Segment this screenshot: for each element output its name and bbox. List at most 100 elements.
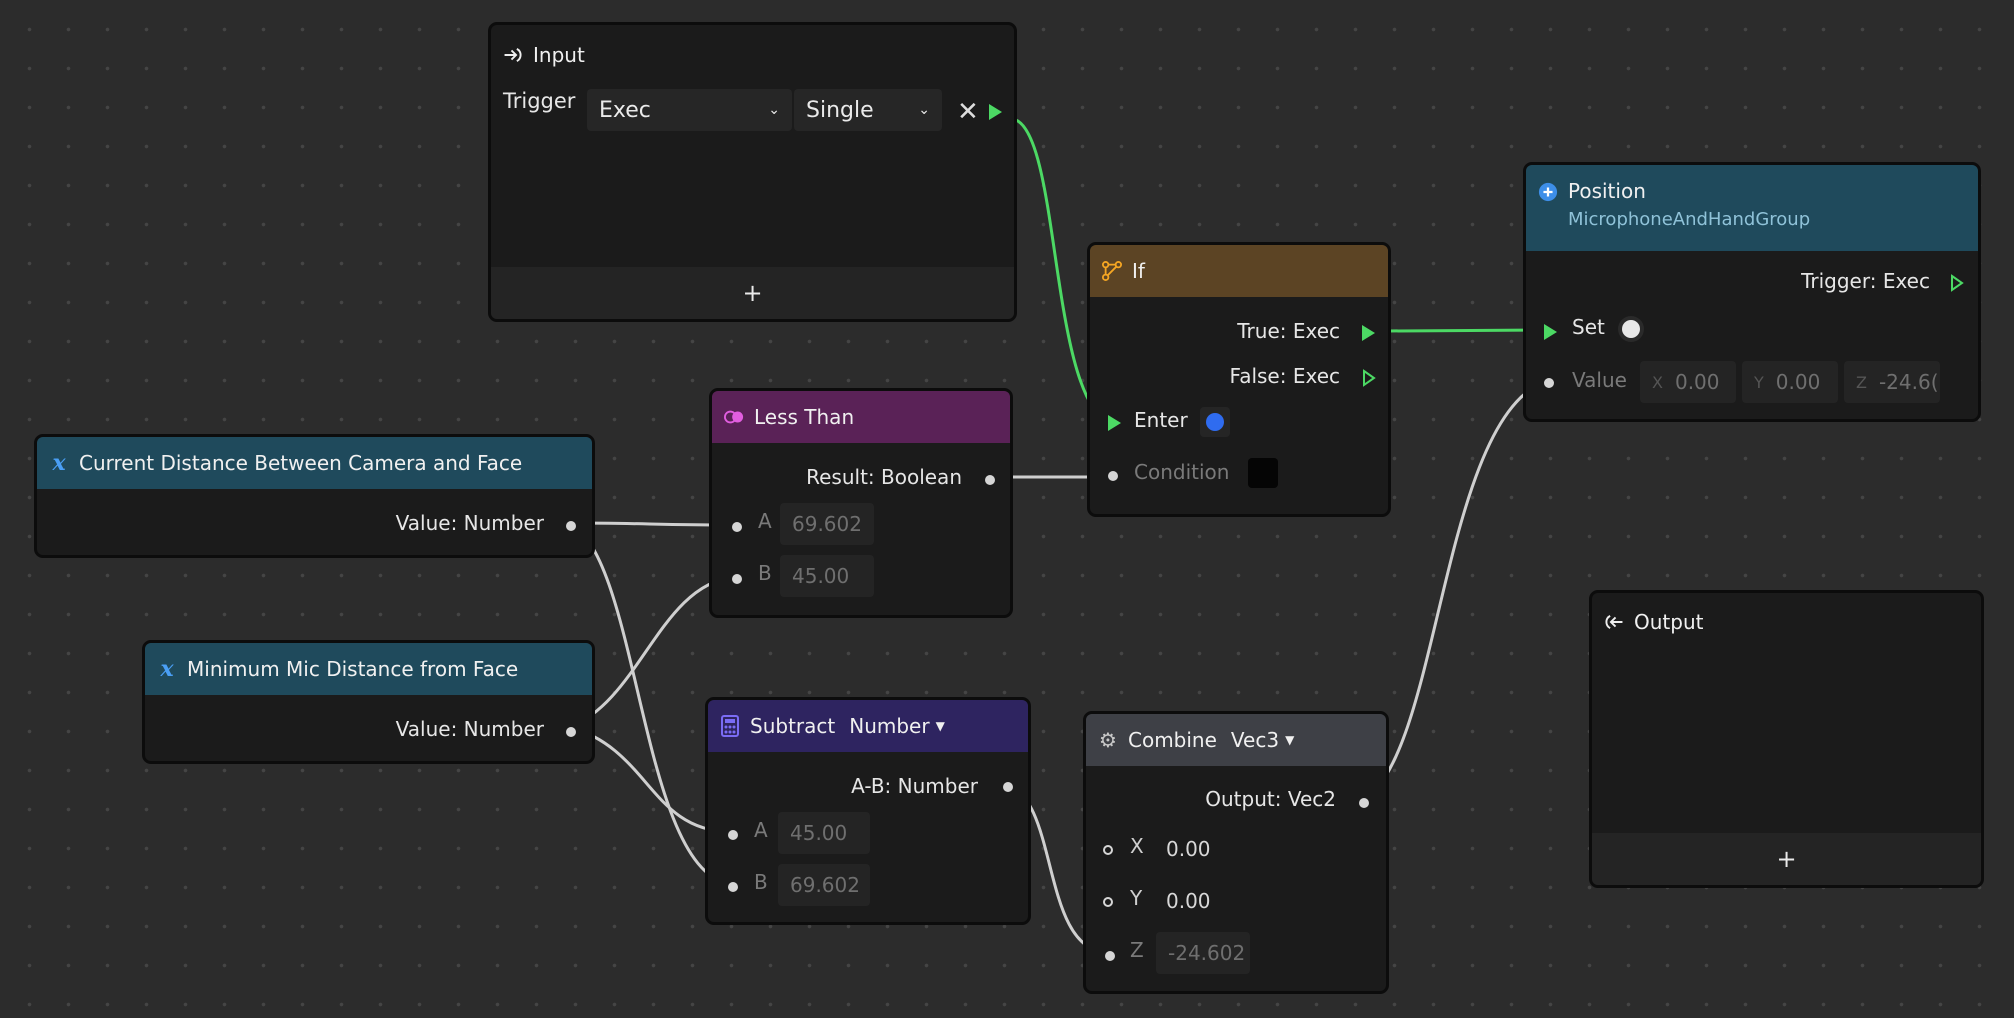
result-boolean-label: Result: Boolean [806,465,962,489]
position-node-header[interactable]: Position MicrophoneAndHandGroup [1526,165,1978,251]
subtract-b-row: B [754,870,768,894]
less-than-b-field[interactable]: 45.00 [780,555,874,597]
combine-node-header[interactable]: ⚙ Combine Vec3 ▼ [1086,714,1386,766]
exit-arrow-icon [1604,612,1624,632]
add-output-button[interactable]: + [1592,833,1981,885]
position-z-value: -24.6( [1878,370,1939,394]
subtract-result-output-port[interactable] [1003,782,1013,792]
combine-type-select[interactable]: Vec3 ▼ [1231,728,1294,752]
enter-toggle[interactable] [1200,407,1230,437]
combine-x-field[interactable]: 0.00 [1156,828,1256,870]
input-node[interactable]: Input Trigger Exec ⌄ Single ⌄ ✕ + [488,22,1017,322]
gear-icon: ⚙ [1099,728,1117,752]
combine-output-port[interactable] [1359,798,1369,808]
min-distance-title: Minimum Mic Distance from Face [187,657,519,681]
false-exec-output-port[interactable] [1362,369,1376,387]
min-distance-header[interactable]: x Minimum Mic Distance from Face [145,643,592,695]
set-label: Set [1572,315,1605,339]
output-node-header[interactable]: Output [1592,593,1981,651]
less-than-node-header[interactable]: Less Than [712,391,1010,443]
combine-y-input-port[interactable] [1103,897,1113,907]
enter-arrow-icon [503,45,523,65]
current-distance-variable-node[interactable]: x Current Distance Between Camera and Fa… [34,434,595,558]
position-y-label: Y [1754,372,1764,392]
chevron-down-icon: ⌄ [918,102,930,118]
if-node-title: If [1132,259,1145,283]
less-than-a-value: 69.602 [792,512,862,536]
input-node-header[interactable]: Input [491,25,1014,85]
combine-output-label: Output: Vec2 [1205,787,1336,811]
combine-x-value: 0.00 [1166,837,1211,861]
position-z-field[interactable]: Z -24.6( [1844,361,1940,403]
less-than-a-label: A [758,509,772,533]
trigger-type-select[interactable]: Exec ⌄ [587,89,792,131]
subtract-type-select[interactable]: Number ▼ [849,714,945,738]
if-node-header[interactable]: If [1090,245,1388,297]
result-output-port[interactable] [985,475,995,485]
combine-x-input-port[interactable] [1103,845,1113,855]
combine-node[interactable]: ⚙ Combine Vec3 ▼ Output: Vec2 X 0.00 Y 0… [1083,711,1389,994]
value-input-port[interactable] [1544,378,1554,388]
subtract-result-row: A-B: Number [851,774,978,798]
current-distance-header[interactable]: x Current Distance Between Camera and Fa… [37,437,592,489]
set-exec-input-port[interactable] [1544,324,1557,340]
if-node[interactable]: If True: Exec False: Exec Enter Conditio… [1087,242,1391,517]
position-x-field[interactable]: X 0.00 [1640,361,1736,403]
condition-input-port[interactable] [1108,471,1118,481]
position-y-value: 0.00 [1775,370,1821,394]
remove-trigger-button[interactable]: ✕ [957,97,979,127]
subtract-b-field[interactable]: 69.602 [778,864,870,906]
variable-x-icon: x [160,656,174,682]
subtract-a-value: 45.00 [790,821,848,845]
trigger-exec-output-port[interactable] [989,104,1002,120]
position-y-field[interactable]: Y 0.00 [1742,361,1838,403]
compare-icon [724,407,744,427]
combine-z-row: Z [1130,938,1144,962]
value-label: Value [1572,368,1627,392]
subtract-node[interactable]: Subtract Number ▼ A-B: Number A 45.00 B … [705,697,1031,925]
set-toggle[interactable] [1618,316,1644,342]
combine-z-input-port[interactable] [1105,951,1115,961]
subtract-a-input-port[interactable] [728,830,738,840]
condition-checkbox[interactable] [1248,458,1278,488]
less-than-b-input-port[interactable] [732,574,742,584]
combine-z-field[interactable]: -24.602 [1156,932,1250,974]
subtract-a-field[interactable]: 45.00 [778,812,870,854]
plus-circle-icon [1538,182,1558,202]
position-trigger-output-port[interactable] [1950,274,1964,292]
combine-y-row: Y [1130,886,1142,910]
false-exec-label: False: Exec [1229,364,1340,388]
add-input-button[interactable]: + [491,267,1014,319]
combine-x-row: X [1130,834,1144,858]
trigger-row: Trigger [503,89,575,113]
less-than-a-field[interactable]: 69.602 [780,503,874,545]
current-distance-title: Current Distance Between Camera and Face [79,451,523,475]
less-than-node[interactable]: Less Than Result: Boolean A 69.602 B 45.… [709,388,1013,618]
input-node-title: Input [533,43,585,67]
false-output-row: False: Exec [1230,364,1340,388]
current-distance-output-port[interactable] [566,521,576,531]
subtract-a-label: A [754,818,768,842]
true-exec-label: True: Exec [1237,319,1340,343]
subtract-node-header[interactable]: Subtract Number ▼ [708,700,1028,752]
enter-exec-input-port[interactable] [1108,415,1121,431]
combine-y-field[interactable]: 0.00 [1156,880,1256,922]
subtract-b-input-port[interactable] [728,882,738,892]
subtract-a-row: A [754,818,768,842]
combine-z-label: Z [1130,938,1144,962]
min-distance-output-port[interactable] [566,727,576,737]
position-node[interactable]: Position MicrophoneAndHandGroup Trigger:… [1523,162,1981,422]
true-exec-output-port[interactable] [1362,325,1375,341]
position-node-subtitle: MicrophoneAndHandGroup [1568,209,1811,230]
output-node[interactable]: Output + [1589,590,1984,888]
variable-x-icon: x [52,450,66,476]
min-distance-variable-node[interactable]: x Minimum Mic Distance from Face Value: … [142,640,595,764]
position-x-label: X [1652,372,1663,392]
enter-label: Enter [1134,408,1188,432]
position-z-label: Z [1856,372,1867,392]
min-distance-value-row: Value: Number [396,717,544,741]
less-than-a-input-port[interactable] [732,522,742,532]
trigger-mode-select[interactable]: Single ⌄ [794,89,942,131]
position-trigger-row: Trigger: Exec [1801,269,1930,293]
combine-y-label: Y [1130,886,1143,910]
